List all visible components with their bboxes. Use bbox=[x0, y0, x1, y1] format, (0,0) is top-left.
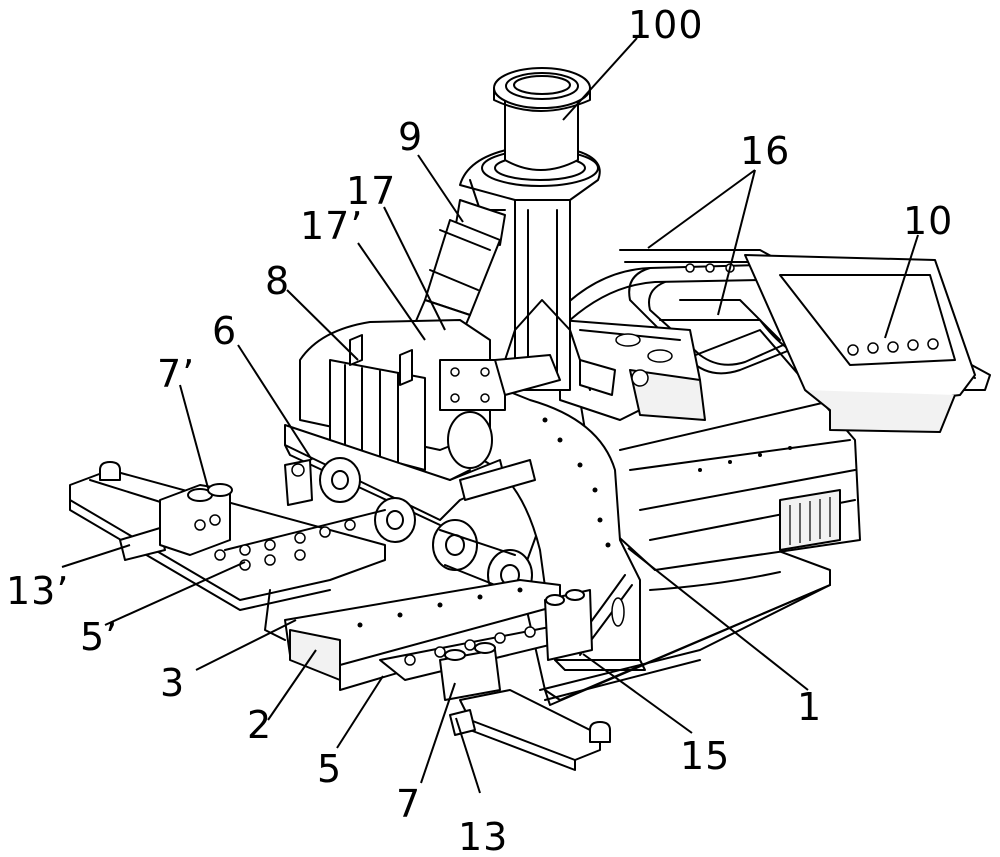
label-17-prime: 17’ bbox=[300, 204, 364, 248]
label-13-prime: 13’ bbox=[6, 569, 70, 613]
label-3: 3 bbox=[160, 661, 186, 705]
leader-lines bbox=[61, 37, 919, 794]
center-block bbox=[559, 319, 706, 421]
tray bbox=[685, 254, 976, 433]
label-5-prime: 5’ bbox=[80, 615, 119, 659]
label-6: 6 bbox=[212, 309, 238, 353]
rollers bbox=[319, 457, 533, 601]
label-15: 15 bbox=[680, 734, 731, 778]
label-13: 13 bbox=[458, 815, 509, 857]
label-10: 10 bbox=[903, 199, 954, 243]
label-9: 9 bbox=[398, 115, 424, 159]
label-2: 2 bbox=[247, 703, 273, 747]
left-clamp-assembly bbox=[69, 459, 386, 611]
label-100: 100 bbox=[628, 3, 704, 47]
label-1: 1 bbox=[797, 685, 823, 729]
label-16: 16 bbox=[740, 129, 791, 173]
column bbox=[459, 67, 601, 391]
right-clamp-assembly bbox=[379, 584, 831, 771]
label-8: 8 bbox=[265, 259, 291, 303]
label-5: 5 bbox=[317, 747, 343, 791]
label-17: 17 bbox=[346, 169, 397, 213]
label-7-prime: 7’ bbox=[157, 352, 196, 396]
gripper-head bbox=[299, 319, 616, 471]
label-7: 7 bbox=[396, 782, 422, 826]
